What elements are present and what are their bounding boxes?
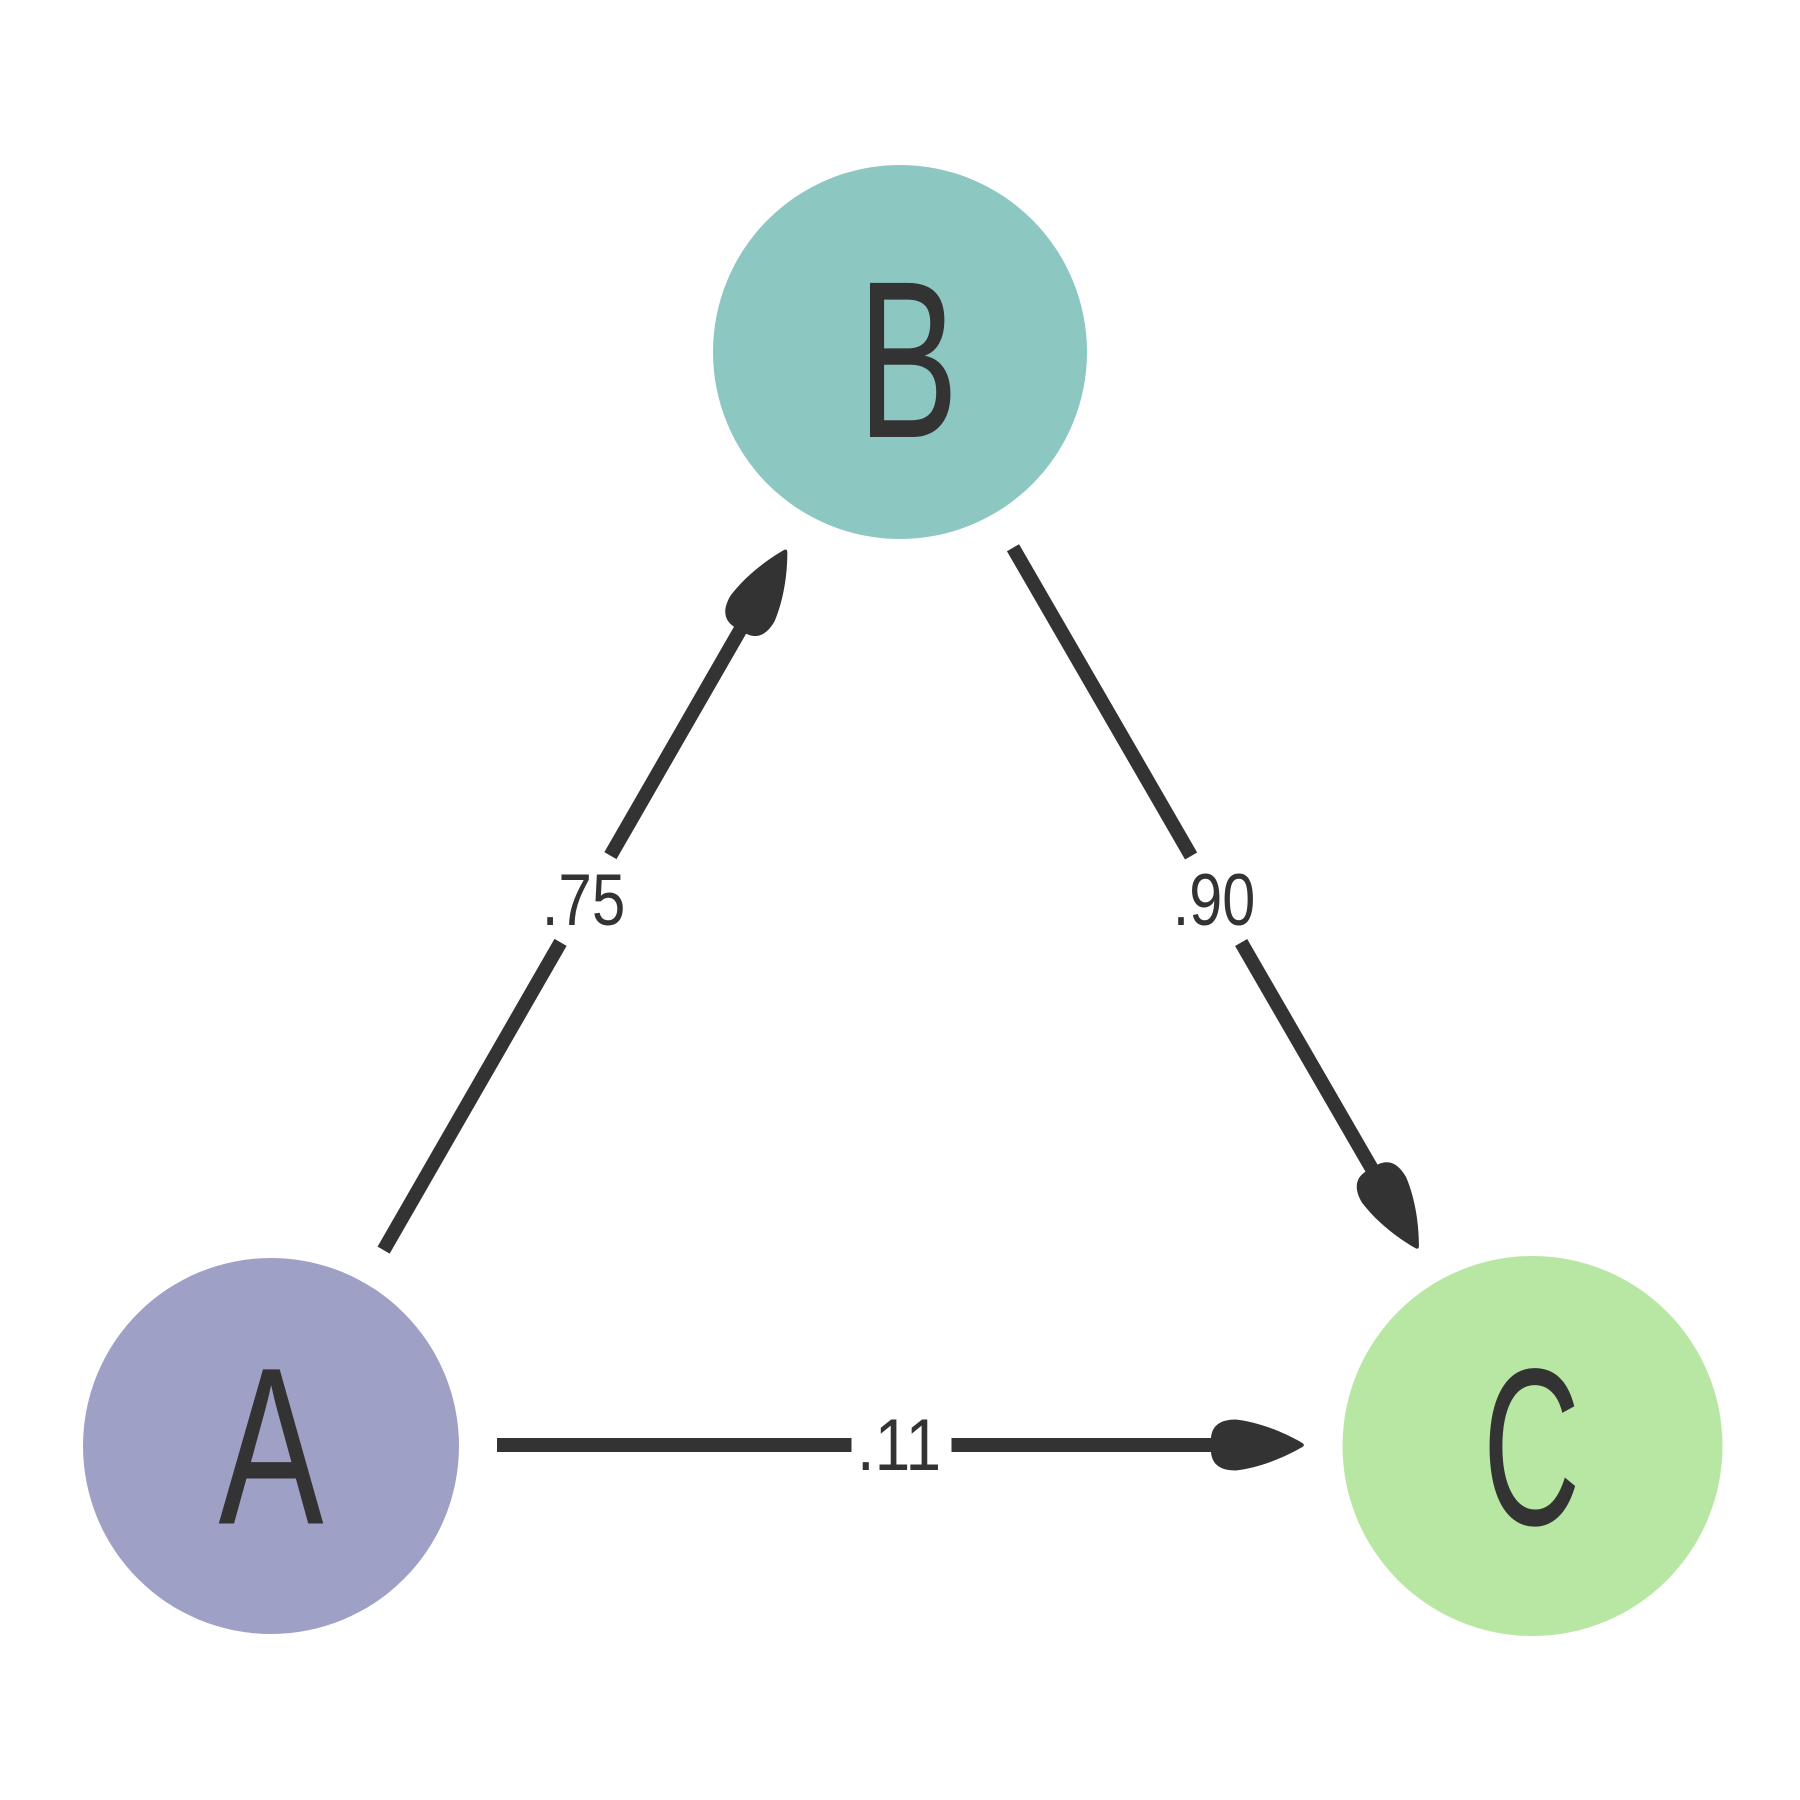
svg-text:.11: .11 [857, 1404, 941, 1486]
svg-text:.90: .90 [1173, 860, 1255, 941]
svg-text:C: C [1483, 1323, 1581, 1572]
svg-text:B: B [858, 235, 959, 485]
svg-text:.75: .75 [542, 860, 626, 942]
svg-text:A: A [218, 1322, 323, 1572]
